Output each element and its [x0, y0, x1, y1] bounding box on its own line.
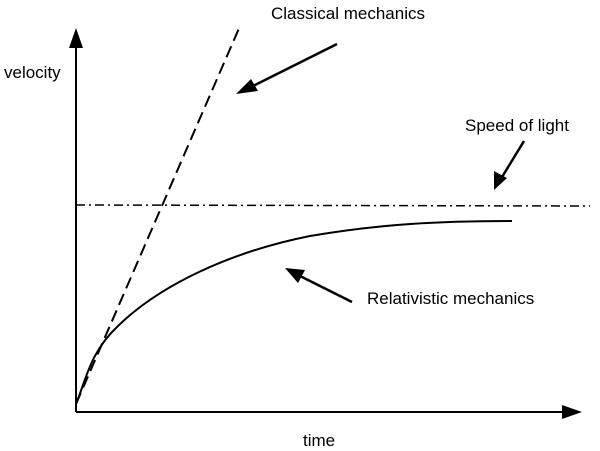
x-axis-arrowhead: [562, 405, 582, 419]
classical-mechanics-label: Classical mechanics: [271, 4, 425, 23]
y-axis-label: velocity: [4, 63, 61, 82]
speed-of-light-pointer-arrowhead: [494, 171, 507, 190]
y-axis-arrowhead: [69, 28, 83, 48]
relativistic-pointer-arrowhead: [285, 268, 305, 283]
relativistic-pointer-arrow: [293, 271, 353, 304]
classical-pointer-arrow: [242, 42, 338, 93]
classical-pointer-arrowhead: [236, 79, 258, 94]
speed-of-light-line: [75, 204, 591, 207]
relativistic-mechanics-label: Relativistic mechanics: [367, 289, 534, 308]
classical-mechanics-line: [75, 25, 241, 405]
x-axis-label: time: [303, 431, 335, 450]
speed-of-light-pointer-arrow: [497, 140, 526, 183]
speed-of-light-label: Speed of light: [465, 116, 569, 135]
relativistic-mechanics-curve: [75, 220, 513, 405]
